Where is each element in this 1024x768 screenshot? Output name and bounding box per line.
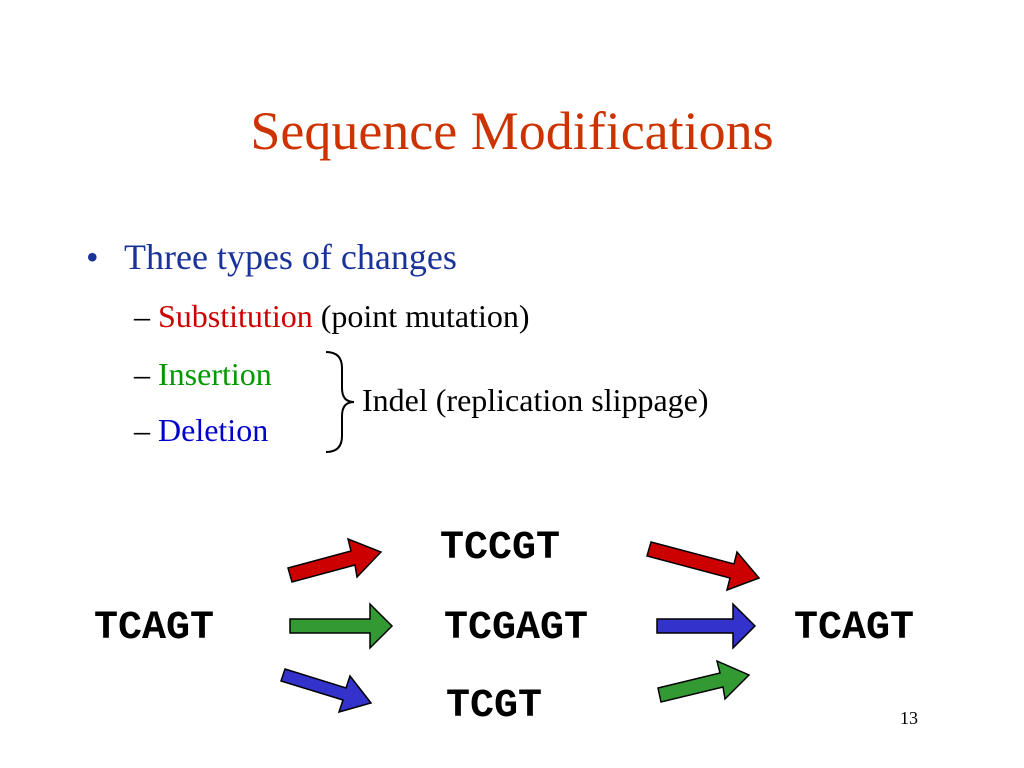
arrow-insertion-left	[289, 602, 394, 650]
arrow-substitution-right	[646, 541, 761, 592]
slide-number: 13	[900, 708, 918, 728]
sequence-substituted: TCCGT	[440, 526, 561, 571]
arrow-deletion-right	[656, 602, 757, 650]
arrow-substitution-left	[287, 537, 383, 583]
page-title: Sequence Modifications	[250, 101, 774, 161]
sub-item-insertion: – Insertion	[134, 356, 272, 393]
sub-item-deletion: – Deletion	[134, 412, 268, 449]
sub-item-substitution: – Substitution (point mutation)	[134, 298, 530, 335]
sub-dash: –	[134, 356, 150, 392]
term-note: (point mutation)	[312, 298, 530, 334]
sequence-inserted: TCGAGT	[444, 606, 589, 651]
bullet-text: Three types of changes	[124, 237, 457, 277]
bullet-marker: •	[86, 237, 99, 277]
term-insertion: Insertion	[158, 356, 272, 392]
curly-brace	[325, 351, 355, 453]
sub-dash: –	[134, 412, 150, 448]
sequence-original: TCAGT	[94, 606, 215, 651]
arrow-insertion-right	[657, 659, 751, 703]
term-deletion: Deletion	[158, 412, 269, 448]
sub-dash: –	[134, 298, 150, 334]
bullet-item: • Three types of changes	[86, 236, 457, 278]
arrow-deletion-left	[280, 668, 373, 714]
sequence-result: TCAGT	[794, 606, 915, 651]
term-substitution: Substitution	[158, 298, 313, 334]
indel-label: Indel (replication slippage)	[362, 382, 709, 418]
sequence-deleted: TCGT	[446, 684, 543, 729]
